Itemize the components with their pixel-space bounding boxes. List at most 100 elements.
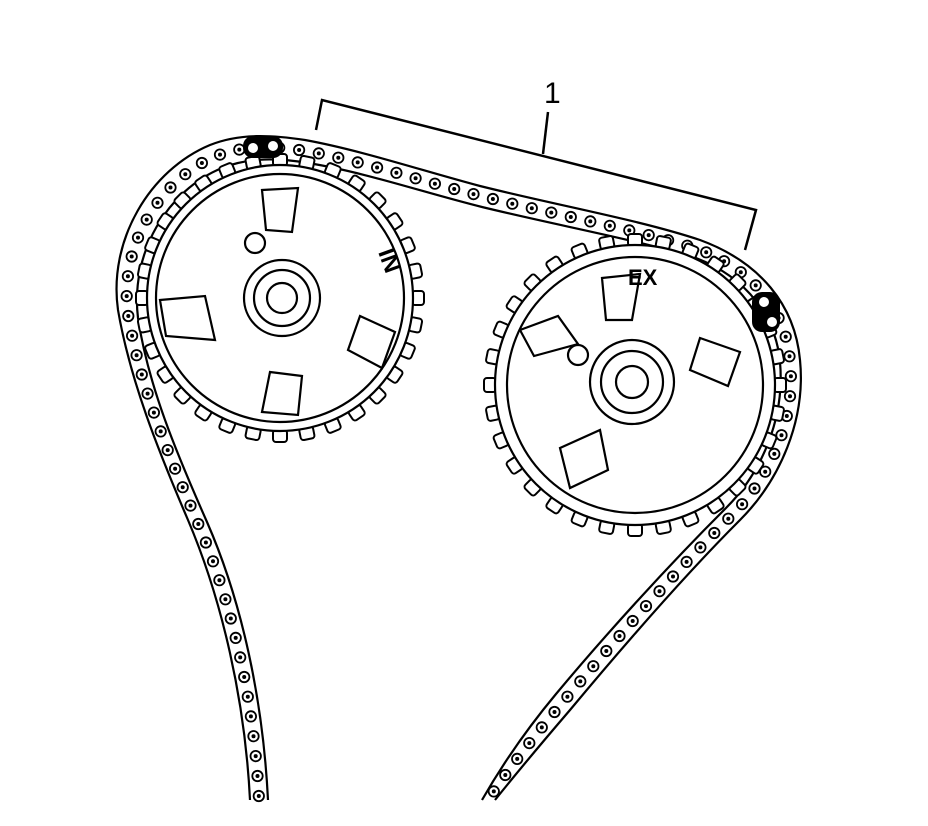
chain-link-pin-center (134, 353, 139, 358)
chain-link-pin-center (238, 655, 243, 660)
chain-link-pin-center (253, 754, 258, 759)
chain-link-pin-center (788, 374, 793, 379)
exhaust-sprocket-rim (493, 243, 777, 527)
chain-link-pin-center (375, 165, 380, 170)
intake-camshaft-sprocket: IN (135, 153, 425, 443)
intake-dark-link-pin-right (268, 141, 278, 151)
bracket-line (314, 98, 758, 251)
intake-timing-mark-links (243, 136, 283, 158)
chain-link-pin-center (165, 448, 170, 453)
chain-inner-edge (135, 158, 782, 801)
chain-link-pin-center (139, 372, 144, 377)
chain-link-pin-center (223, 597, 228, 602)
intake-sprocket-face (154, 172, 406, 424)
chain-link-pin-center (646, 233, 651, 238)
chain-link-pin-center (698, 545, 703, 550)
chain-link-pin-center (591, 664, 596, 669)
chain-link-pin-center (199, 161, 204, 165)
chain-link-pin-center (784, 414, 789, 418)
chain-link-pin-center (180, 485, 185, 490)
chain-link-pin-center (783, 334, 788, 339)
chain-link-pin-center (588, 219, 593, 224)
chain-link-pin-center (217, 578, 222, 583)
chain-link-pin-center (529, 206, 534, 211)
exhaust-hub-inner (599, 349, 665, 415)
exhaust-dark-link-pin-bottom (767, 317, 777, 327)
chain-link-pin-center (644, 604, 648, 609)
chain-link-pin-center (452, 187, 457, 191)
chain-link-pin-center (630, 619, 635, 623)
chain-link-pin-center (248, 714, 253, 719)
intake-dark-link-pin-left (248, 143, 258, 153)
chain-link-pin-center (752, 486, 757, 491)
chain-link-pin-center (510, 201, 515, 206)
chain-link-pin-center (145, 391, 150, 396)
chain-link-pin-center (779, 433, 784, 438)
chain-link-pin-center (188, 503, 193, 508)
chain-link-pin-center (124, 294, 129, 299)
chain-link-pin-center (183, 172, 188, 177)
chain-link-pin-center (355, 160, 360, 165)
chain-link-pin-center (490, 197, 495, 201)
chain-link-pin-center (168, 185, 173, 190)
exhaust-sprocket-label: EX (628, 265, 658, 290)
chain-link-pin-center (155, 200, 160, 205)
exhaust-hub-outer (588, 338, 676, 426)
chain-link-pin-center (211, 559, 215, 564)
chain-link-pin-center (726, 516, 731, 521)
intake-bolt-hole (265, 281, 299, 315)
intake-hub-outer (242, 258, 322, 338)
chain-link-pin-center (527, 741, 532, 746)
chain-link-pin-center (491, 789, 496, 794)
chain-link-pin-center (245, 694, 250, 699)
exhaust-dark-link-pin-top (759, 297, 769, 307)
chain-link-pin-center (316, 151, 321, 156)
chain-link-pin-center (297, 148, 302, 152)
chain-link-pin-center (432, 181, 437, 186)
chain-link-pin-center (173, 466, 178, 471)
chain-link-pin-center (144, 217, 149, 222)
chain-link-pin-center (136, 235, 140, 240)
bracket-leader (541, 111, 550, 155)
chain-link-pin-center (738, 270, 743, 275)
chain-link-pin-center (196, 522, 201, 526)
chain-link-pin-center (657, 589, 662, 594)
chain-link-pin-center (539, 725, 544, 730)
chain-link-pin-center (151, 410, 156, 415)
chain-link-pin-center (578, 679, 583, 684)
chain-link-pin-center (228, 616, 233, 621)
chain-link-pin-center (604, 649, 609, 653)
chain-link-pin-center (129, 254, 134, 259)
chain-link-pin-center (218, 152, 222, 157)
chain-link-pin-center (126, 314, 131, 318)
callout-number: 1 (544, 77, 561, 110)
chain-link-pin-center (565, 694, 570, 699)
chain-link-pin-center (740, 502, 745, 507)
chain-link-pin-center (787, 354, 792, 359)
chain-link-pin-center (515, 756, 520, 761)
chain-link-pin-center (617, 634, 622, 638)
chain-link-pin-center (627, 228, 632, 233)
chain-link-pin-center (203, 540, 208, 545)
chain-link-pin-center (552, 710, 557, 714)
chain-link-pin-center (394, 170, 399, 175)
chain-link-pin-center (503, 773, 508, 777)
chain-link-pin-center (242, 675, 247, 679)
chain-link-pin-center (251, 734, 256, 739)
chain-link-pin-center (671, 574, 675, 579)
timing-chain-outline (115, 135, 802, 801)
exhaust-timing-mark-links (752, 292, 780, 332)
exhaust-camshaft-sprocket: EX (483, 233, 787, 537)
chain-link-pin-center (255, 774, 260, 778)
chain-link-pin-center (607, 223, 612, 228)
intake-sprocket-web (158, 186, 397, 417)
exhaust-timing-hole (566, 343, 590, 367)
chain-link-pin-center (753, 283, 758, 288)
intake-hub-inner (252, 268, 312, 328)
chain-link-pin-center (763, 469, 768, 474)
chain-link-pin-center (125, 274, 130, 279)
intake-timing-hole (243, 231, 267, 255)
chain-link-pin-center (471, 192, 476, 197)
chain-link-pin-center (712, 531, 717, 535)
chain-link-pin-center (233, 635, 238, 640)
